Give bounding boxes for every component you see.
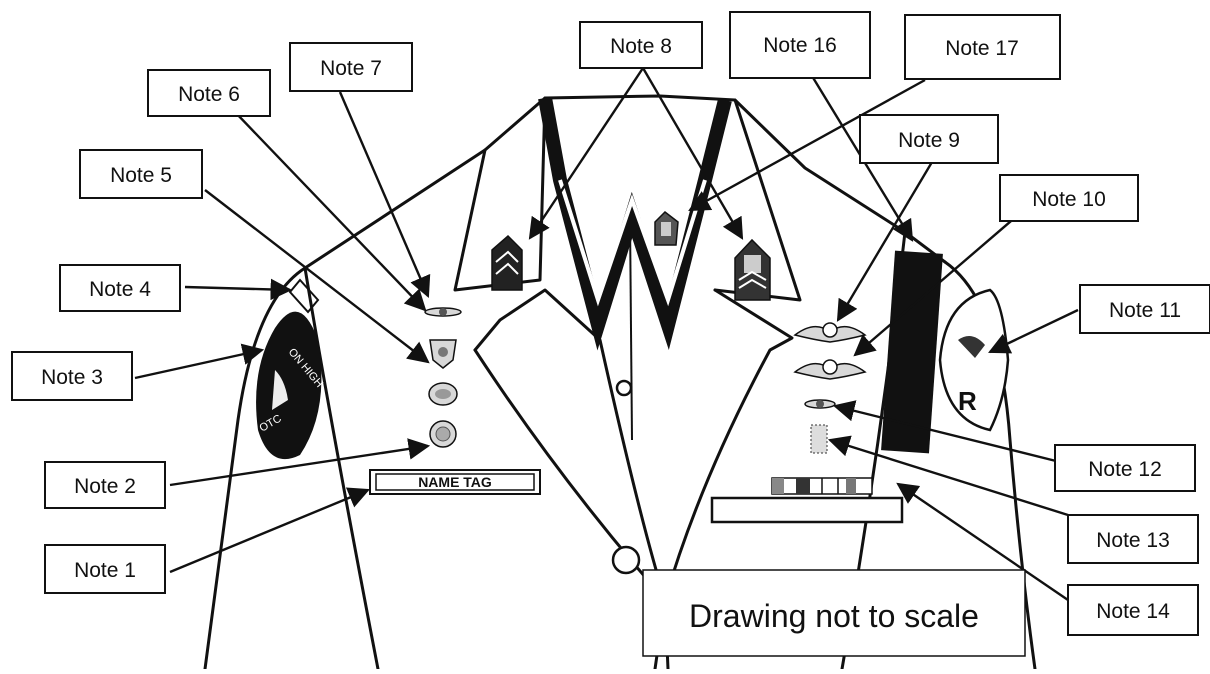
disclaimer-text: Drawing not to scale xyxy=(689,598,979,634)
arrow-note-7 xyxy=(340,92,428,296)
callout-note-7: Note 7 xyxy=(290,43,412,91)
callout-note-9: Note 9 xyxy=(860,115,998,163)
small-wings-badge-icon xyxy=(805,400,835,408)
oval-badge-icon xyxy=(429,383,457,405)
callout-note-4: Note 4 xyxy=(60,265,180,311)
button-upper xyxy=(617,381,631,395)
name-tag: NAME TAG xyxy=(370,470,540,494)
right-patch-text: R xyxy=(958,386,977,416)
note-17-label: Note 17 xyxy=(945,37,1019,60)
unit-patch: ON HIGH OTC xyxy=(256,312,325,460)
left-badges xyxy=(425,308,461,447)
callout-note-1: Note 1 xyxy=(45,545,165,593)
callout-note-13: Note 13 xyxy=(1068,515,1198,563)
note-7-label: Note 7 xyxy=(320,57,382,80)
arrow-note-3 xyxy=(135,350,262,378)
arrow-note-6 xyxy=(235,112,425,310)
round-badge-icon xyxy=(430,421,456,447)
callout-note-5: Note 5 xyxy=(80,150,202,198)
note-8-label: Note 8 xyxy=(610,35,672,58)
note-16-label: Note 16 xyxy=(763,34,837,57)
callout-note-10: Note 10 xyxy=(1000,175,1138,221)
right-sleeve-patch: R xyxy=(940,290,1008,430)
center-collar-insignia-icon xyxy=(655,212,678,245)
right-collar-rank-icon xyxy=(735,240,770,300)
callout-note-8: Note 8 xyxy=(580,22,702,68)
name-tag-text: NAME TAG xyxy=(418,474,492,490)
callout-note-16: Note 16 xyxy=(730,12,870,78)
callout-note-11: Note 11 xyxy=(1080,285,1210,333)
note-5-label: Note 5 xyxy=(110,164,172,187)
callout-note-14: Note 14 xyxy=(1068,585,1198,635)
note-6-label: Note 6 xyxy=(178,83,240,106)
shoulder-cord xyxy=(881,251,943,454)
left-collar-rank-icon xyxy=(492,236,522,290)
note-11-label: Note 11 xyxy=(1109,299,1181,322)
right-badges xyxy=(712,323,902,522)
arrow-note-1 xyxy=(170,490,368,572)
callout-note-12: Note 12 xyxy=(1055,445,1195,491)
note-13-label: Note 13 xyxy=(1096,529,1170,552)
wings-badge-lower-icon xyxy=(795,360,865,379)
note-3-label: Note 3 xyxy=(41,366,103,389)
note-10-label: Note 10 xyxy=(1032,188,1106,211)
wings-badge-upper-icon xyxy=(795,323,865,342)
note-1-label: Note 1 xyxy=(74,559,136,582)
button-lower xyxy=(613,547,639,573)
note-2-label: Note 2 xyxy=(74,475,136,498)
callout-note-2: Note 2 xyxy=(45,462,165,508)
ribbon-rack xyxy=(712,478,902,522)
arrow-note-12 xyxy=(835,406,1060,462)
note-4-label: Note 4 xyxy=(89,278,151,301)
arrow-note-4 xyxy=(185,287,290,290)
shoulder-strap xyxy=(290,280,318,312)
callout-note-3: Note 3 xyxy=(12,352,132,400)
callout-note-6: Note 6 xyxy=(148,70,270,116)
note-9-label: Note 9 xyxy=(898,129,960,152)
note-12-label: Note 12 xyxy=(1088,458,1162,481)
note-14-label: Note 14 xyxy=(1096,600,1170,623)
shield-badge-icon xyxy=(430,340,456,368)
callout-note-17: Note 17 xyxy=(905,15,1060,79)
rectangular-badge-icon xyxy=(811,425,827,453)
wings-badge-icon xyxy=(425,308,461,316)
disclaimer-box: Drawing not to scale xyxy=(643,570,1025,656)
